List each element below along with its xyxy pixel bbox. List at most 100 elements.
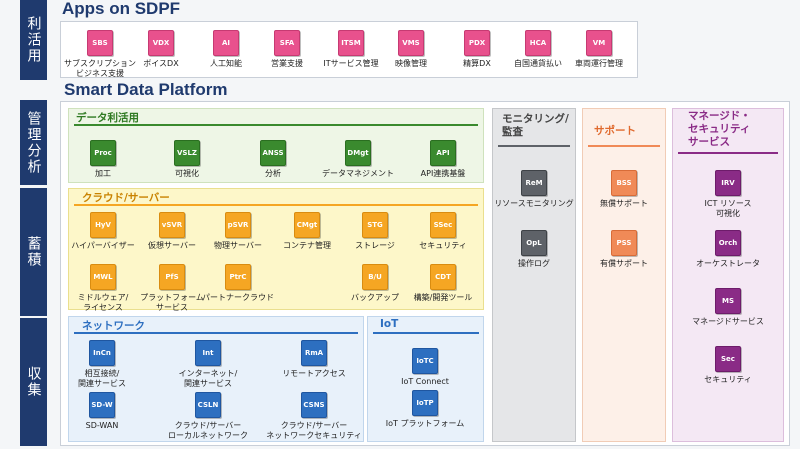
service-icon-proc[interactable]: Proc	[90, 140, 116, 166]
service-icon-vslz[interactable]: VSLZ	[174, 140, 200, 166]
cloud-section-underline	[74, 204, 478, 206]
service-label: クラウド/サーバー ネットワークセキュリティ	[266, 421, 362, 440]
service-item-stg[interactable]: STG ストレージ	[315, 212, 435, 251]
service-item-csln[interactable]: CSLN クラウド/サーバー ローカルネットワーク	[148, 392, 268, 441]
service-icon-rem[interactable]: ReM	[521, 170, 547, 196]
service-icon-sec[interactable]: Sec	[715, 346, 741, 372]
service-item-pfs[interactable]: PfS プラットフォーム サービス	[112, 264, 232, 313]
service-icon-ptrc[interactable]: PtrC	[225, 264, 251, 290]
service-item-sec[interactable]: Sec セキュリティ	[668, 346, 788, 385]
service-icon-hca[interactable]: HCA	[525, 30, 551, 56]
service-icon-hyv[interactable]: HyV	[90, 212, 116, 238]
service-item-rma[interactable]: RmA リモートアクセス	[254, 340, 374, 379]
service-icon-opl[interactable]: OpL	[521, 230, 547, 256]
service-icon-sbs[interactable]: SBS	[87, 30, 113, 56]
service-icon-sfa[interactable]: SFA	[274, 30, 300, 56]
service-item-irv[interactable]: IRV ICT リソース 可視化	[668, 170, 788, 219]
service-icon-iotp[interactable]: IoTP	[412, 390, 438, 416]
service-icon-cdt[interactable]: CDT	[430, 264, 456, 290]
service-icon-api[interactable]: API	[430, 140, 456, 166]
service-icon-stg[interactable]: STG	[362, 212, 388, 238]
side-label-storage: 蓄積	[20, 188, 47, 316]
monitor-section	[492, 108, 576, 442]
service-item-vm[interactable]: VM 車両運行管理	[539, 30, 659, 69]
service-label: プラットフォーム サービス	[140, 293, 204, 312]
service-icon-orch[interactable]: Orch	[715, 230, 741, 256]
service-label: ICT リソース 可視化	[704, 199, 752, 218]
service-icon-b-u[interactable]: B/U	[362, 264, 388, 290]
service-icon-pdx[interactable]: PDX	[464, 30, 490, 56]
monitor-section-title: モニタリング/ 監査	[502, 113, 569, 138]
service-label: セキュリティ	[704, 375, 752, 384]
service-icon-bss[interactable]: BSS	[611, 170, 637, 196]
cloud-section-title: クラウド/サーバー	[82, 192, 170, 204]
service-icon-iotc[interactable]: IoTC	[412, 348, 438, 374]
service-label: クラウド/サーバー ローカルネットワーク	[168, 421, 248, 440]
service-icon-psvr[interactable]: pSVR	[225, 212, 251, 238]
service-icon-itsm[interactable]: ITSM	[338, 30, 364, 56]
service-icon-vsvr[interactable]: vSVR	[159, 212, 185, 238]
service-icon-vms[interactable]: VMS	[398, 30, 424, 56]
service-icon-rma[interactable]: RmA	[301, 340, 327, 366]
service-icon-dmgt[interactable]: DMgt	[345, 140, 371, 166]
service-icon-pfs[interactable]: PfS	[159, 264, 185, 290]
service-icon-int[interactable]: Int	[195, 340, 221, 366]
service-icon-cmgt[interactable]: CMgt	[294, 212, 320, 238]
service-icon-ai[interactable]: AI	[213, 30, 239, 56]
service-label: リモートアクセス	[282, 369, 346, 378]
service-item-mwl[interactable]: MWL ミドルウェア/ ライセンス	[43, 264, 163, 313]
service-item-cmgt[interactable]: CMgt コンテナ管理	[247, 212, 367, 251]
service-label: マネージドサービス	[692, 317, 764, 326]
service-label: ミドルウェア/ ライセンス	[77, 293, 129, 312]
service-item-int[interactable]: Int インターネット/ 関連サービス	[148, 340, 268, 389]
service-icon-vm[interactable]: VM	[586, 30, 612, 56]
service-item-ms[interactable]: MS マネージドサービス	[668, 288, 788, 327]
service-icon-csns[interactable]: CSNS	[301, 392, 327, 418]
service-icon-ssec[interactable]: SSec	[430, 212, 456, 238]
service-icon-sd-w[interactable]: SD-W	[89, 392, 115, 418]
service-icon-vdx[interactable]: VDX	[148, 30, 174, 56]
service-item-csns[interactable]: CSNS クラウド/サーバー ネットワークセキュリティ	[254, 392, 374, 441]
service-icon-incn[interactable]: InCn	[89, 340, 115, 366]
service-icon-irv[interactable]: IRV	[715, 170, 741, 196]
service-icon-anss[interactable]: ANSS	[260, 140, 286, 166]
service-icon-mwl[interactable]: MWL	[90, 264, 116, 290]
service-label: インターネット/ 関連サービス	[178, 369, 238, 388]
service-icon-ms[interactable]: MS	[715, 288, 741, 314]
service-label: 車両運行管理	[575, 59, 623, 68]
service-icon-csln[interactable]: CSLN	[195, 392, 221, 418]
service-label: コンテナ管理	[283, 241, 331, 250]
service-label: ストレージ	[355, 241, 395, 250]
service-icon-pss[interactable]: PSS	[611, 230, 637, 256]
